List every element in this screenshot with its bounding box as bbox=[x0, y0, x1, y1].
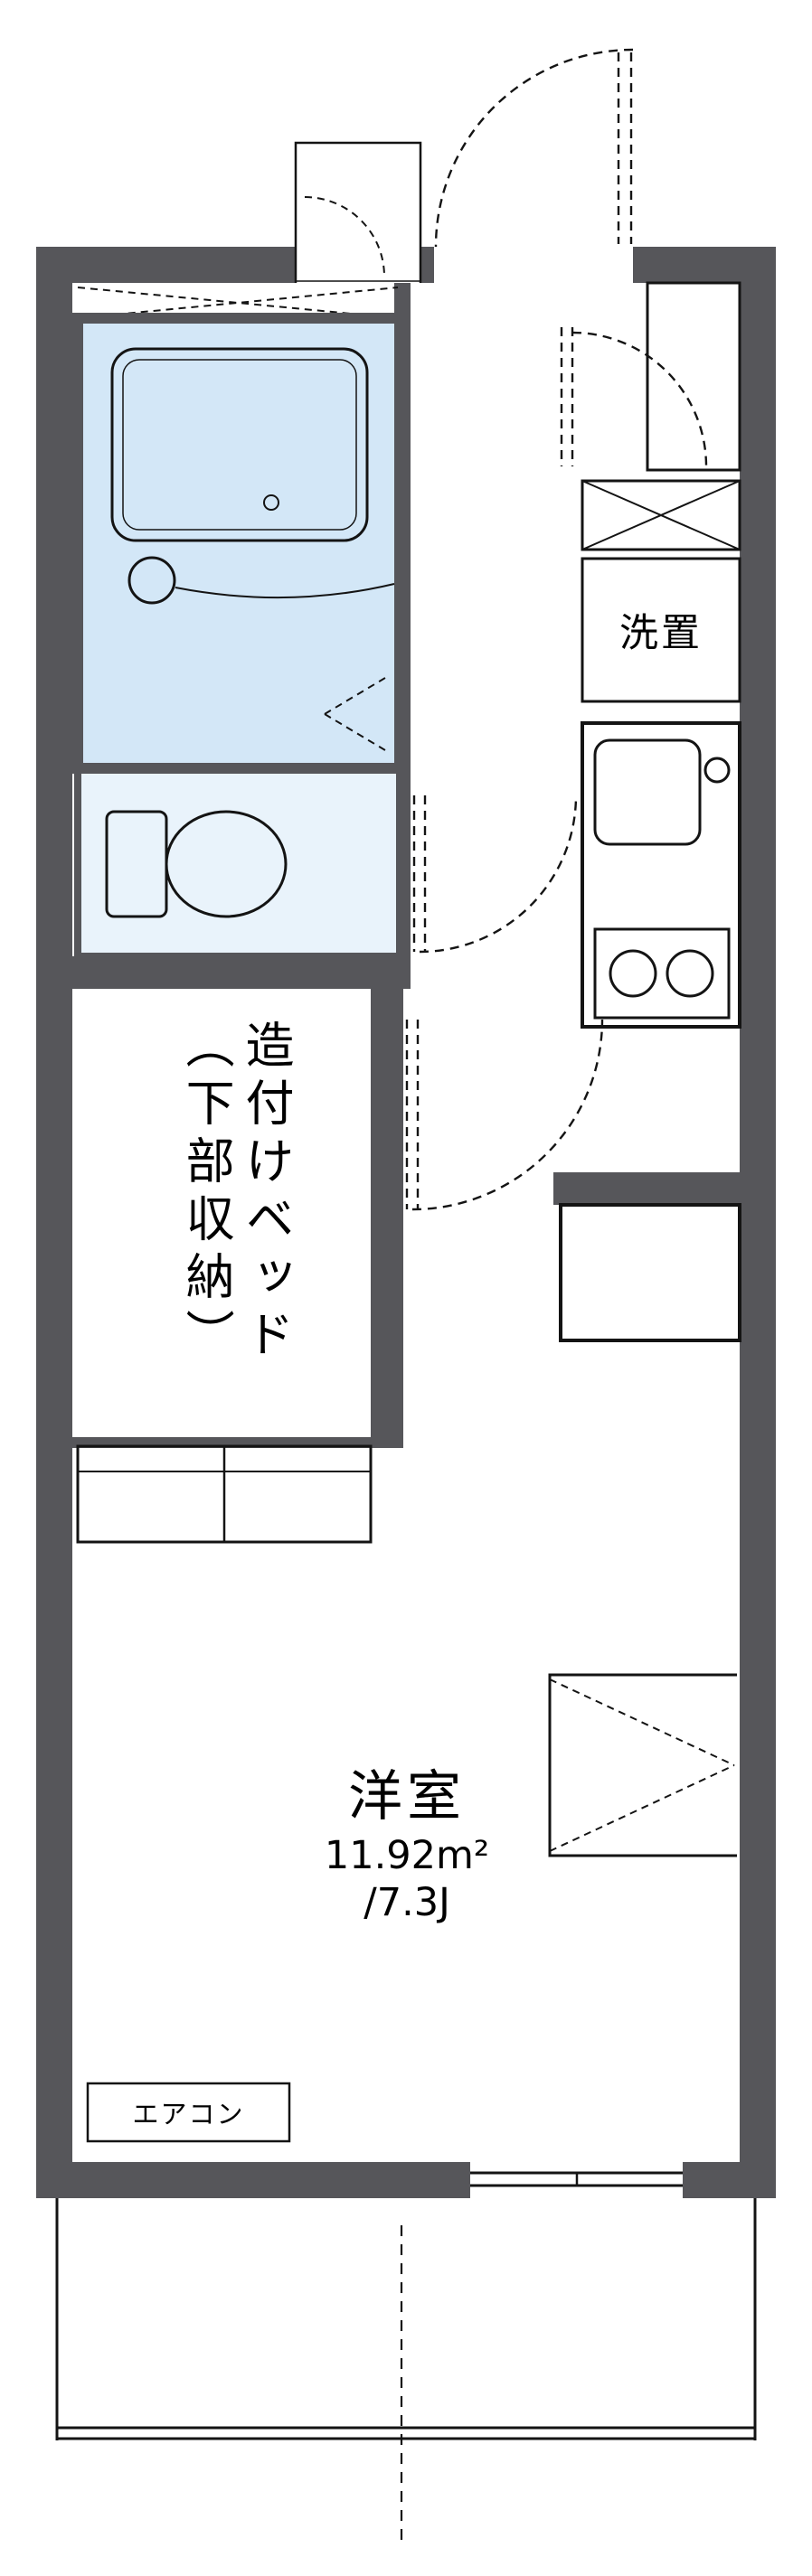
bathroom-room bbox=[72, 313, 405, 774]
kitchen-faucet-icon bbox=[703, 757, 731, 784]
wall-toilet-bed-separator bbox=[36, 956, 411, 989]
bathtub-inner-line bbox=[122, 359, 357, 531]
toilet-room bbox=[74, 766, 403, 960]
kitchen-counter bbox=[581, 721, 741, 1029]
balcony-window bbox=[470, 2162, 683, 2198]
entrance-door-swing-arc bbox=[434, 48, 634, 248]
recess-door-arc bbox=[304, 196, 385, 277]
laundry-space-label: 洗置 bbox=[619, 611, 703, 656]
wall-bottom-left bbox=[36, 2162, 470, 2198]
wall-top-stub bbox=[420, 247, 434, 283]
washer-pan-diag-2 bbox=[581, 480, 741, 550]
washer-pan bbox=[581, 479, 741, 551]
aircon-box bbox=[86, 2082, 291, 2143]
bath-faucet-icon bbox=[127, 556, 176, 605]
door-a-swing-arc bbox=[419, 794, 578, 954]
toilet-room-box bbox=[74, 766, 403, 960]
right-niche-outline bbox=[548, 1673, 737, 1857]
right-niche-fold-line-2 bbox=[549, 1764, 735, 1852]
built-in-bed-label: 造付けベッド（下部収納） bbox=[177, 1020, 294, 1367]
bathtub-drain-icon bbox=[263, 494, 279, 511]
balcony bbox=[55, 2198, 757, 2547]
entrance-recess bbox=[294, 141, 422, 283]
kitchen bbox=[581, 721, 741, 1029]
recess-outline bbox=[294, 141, 422, 283]
aircon-label: エアコン bbox=[132, 2099, 245, 2129]
toilet-bowl bbox=[165, 810, 288, 918]
refrigerator-space-box bbox=[559, 1203, 741, 1342]
stove-burner-right-icon bbox=[666, 949, 714, 998]
bathroom bbox=[72, 287, 405, 774]
main-room-area-m2-label: 11.92m² bbox=[324, 1833, 490, 1878]
kitchen-stove bbox=[593, 927, 731, 1020]
corridor-doors bbox=[405, 794, 604, 1211]
stove-burner-left-icon bbox=[609, 949, 657, 998]
right-niche-fold-line-1 bbox=[549, 1678, 735, 1766]
wall-right bbox=[740, 247, 776, 2198]
laundry-space-box bbox=[581, 557, 741, 703]
walls bbox=[36, 247, 776, 2198]
right-niche bbox=[548, 1673, 737, 1857]
main-room-name-label: 洋室 bbox=[348, 1764, 466, 1829]
kitchen-sink bbox=[593, 738, 702, 846]
bath-counter-line bbox=[175, 583, 395, 599]
wall-bedroom-right bbox=[371, 989, 403, 1446]
wall-kitchen-stub bbox=[553, 1172, 776, 1205]
wall-top-right bbox=[633, 247, 776, 283]
bed-closet bbox=[76, 1444, 373, 1544]
wall-bottom-right bbox=[683, 2162, 776, 2198]
entry-door-swing-arc bbox=[571, 331, 708, 467]
washer-pan-box bbox=[581, 479, 741, 551]
entry-interior-door bbox=[560, 327, 708, 467]
main-room-area-tatami-label: /7.3J bbox=[364, 1880, 450, 1925]
bathtub bbox=[110, 347, 369, 542]
wall-top-left bbox=[36, 247, 296, 283]
shoe-cabinet bbox=[646, 281, 741, 472]
wall-left bbox=[36, 247, 72, 2198]
entrance-door bbox=[434, 48, 634, 248]
